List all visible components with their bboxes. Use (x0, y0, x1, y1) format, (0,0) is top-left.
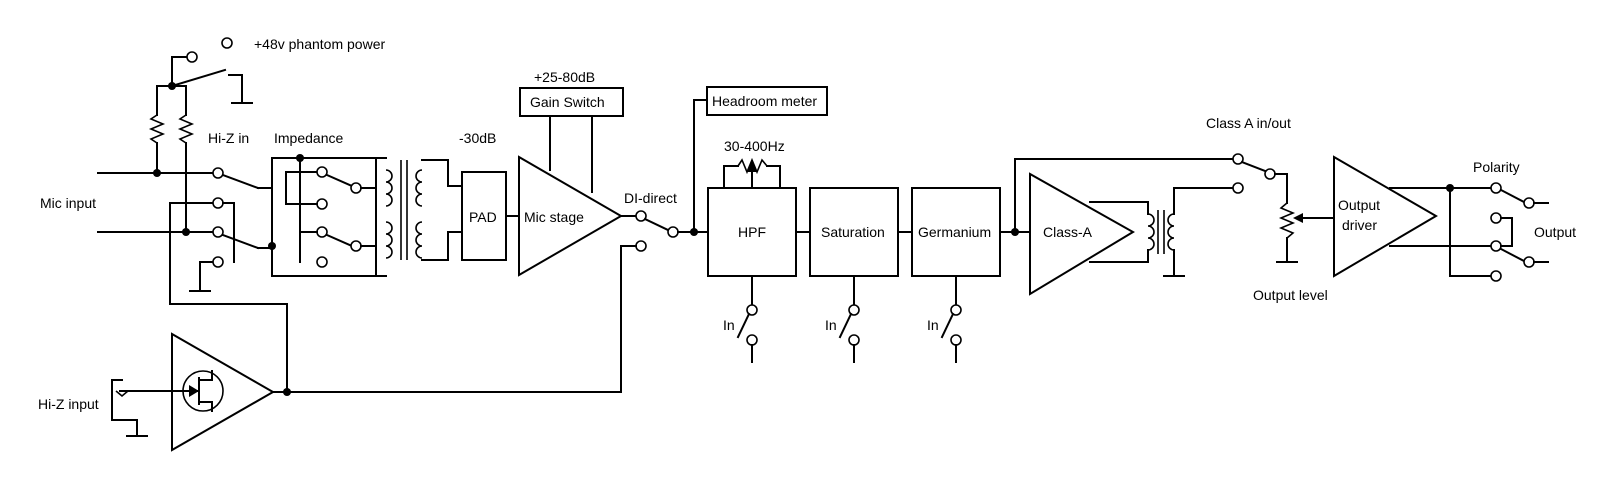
class-a-inout-switch (1232, 153, 1288, 204)
saturation-in-switch (838, 275, 860, 363)
impedance-selector (268, 154, 387, 277)
hpf-box (707, 187, 797, 277)
pad-db-label: -30dB (459, 130, 496, 146)
polarity-label: Polarity (1473, 159, 1520, 175)
mic-stage-amp (518, 155, 623, 277)
hiz-input-label: Hi-Z input (38, 396, 99, 412)
mic-stage-label: Mic stage (524, 209, 584, 225)
saturation-label: Saturation (821, 224, 885, 240)
pad-box (461, 171, 507, 261)
phantom-label: +48v phantom power (254, 36, 385, 52)
gain-switch-box (519, 87, 624, 117)
output-label: Output (1534, 224, 1576, 240)
saturation-in-label: In (825, 317, 837, 333)
class-a-amp (1029, 172, 1135, 296)
di-direct-switch (620, 99, 709, 393)
mic-input-label: Mic input (40, 195, 96, 211)
output-transformer (1089, 187, 1235, 277)
pad-label: PAD (469, 209, 497, 225)
phantom-power-feed (148, 37, 253, 233)
hpf-label: HPF (738, 224, 766, 240)
hpf-in-switch (736, 275, 758, 363)
gain-switch-label: Gain Switch (530, 94, 605, 110)
output-driver-label-2: driver (1342, 217, 1377, 233)
saturation-box (809, 187, 899, 277)
output-driver-amp (1333, 155, 1438, 278)
impedance-label: Impedance (274, 130, 343, 146)
germanium-in-switch (940, 275, 962, 363)
output-level-label: Output level (1253, 287, 1328, 303)
polarity-switch (1389, 182, 1549, 282)
hpf-range-label: 30-400Hz (724, 138, 785, 154)
output-driver-label-1: Output (1338, 197, 1380, 213)
hiz-input-jack (111, 379, 148, 437)
di-direct-label: DI-direct (624, 190, 677, 206)
input-transformer (385, 159, 463, 261)
hpf-in-label: In (723, 317, 735, 333)
hpf-pot (723, 157, 781, 189)
hiz-in-label: Hi-Z in (208, 130, 249, 146)
headroom-meter-label: Headroom meter (712, 93, 817, 109)
germanium-in-label: In (927, 317, 939, 333)
hiz-buffer-output-wiring (272, 388, 622, 396)
germanium-label: Germanium (918, 224, 991, 240)
jfet-transistor (119, 370, 224, 412)
hiz-in-switch (169, 167, 288, 393)
headroom-meter-box (706, 86, 828, 116)
gain-range-label: +25-80dB (534, 69, 595, 85)
germanium-box (911, 187, 1001, 277)
class-a-label: Class-A (1043, 224, 1093, 240)
class-a-inout-label: Class A in/out (1206, 115, 1291, 131)
output-level-pot (1276, 202, 1335, 263)
class-a-bypass-wiring (1014, 158, 1235, 233)
